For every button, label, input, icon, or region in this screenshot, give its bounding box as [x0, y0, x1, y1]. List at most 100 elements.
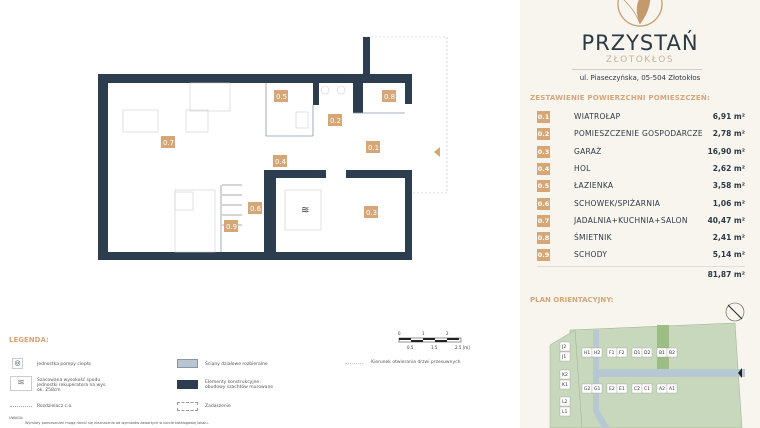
site-plot — [616, 347, 628, 358]
floor-plan: ≋ 0.5 0.8 0.2 0.7 0.1 0.4 0.6 0.9 0.3 — [98, 36, 448, 260]
scale-tick: 0 — [398, 331, 401, 336]
site-plot-label: B1 — [659, 350, 665, 356]
room-area: 40,47 m² — [707, 215, 745, 225]
room-area: 3,58 m² — [712, 181, 745, 191]
table-divider — [537, 266, 745, 267]
legend-heat-pump: Jednostka pompy ciepła — [37, 362, 91, 367]
structural-walls — [98, 37, 412, 260]
site-plot — [591, 383, 603, 394]
room-labels: 0.5 0.8 0.2 0.7 0.1 0.4 0.6 0.9 0.3 — [161, 90, 396, 232]
site-plot — [641, 347, 653, 358]
sliding-door-icon — [345, 363, 363, 364]
compass-icon — [725, 302, 745, 322]
room-number: 0.3 — [537, 145, 550, 158]
legend-sliding-doors: Kierunek otwierania drzwi przesuwnych — [371, 360, 461, 365]
recuperator-legend-icon: ≋ — [10, 376, 32, 391]
site-plot-label: G2 — [584, 386, 590, 392]
site-plot — [559, 396, 571, 407]
room-area: 2,41 m² — [712, 233, 745, 243]
room-name: JADALNIA+KUCHNIA+SALON — [574, 215, 688, 225]
stairs — [222, 184, 242, 226]
site-plot-label: E2 — [609, 386, 615, 392]
room-label-0-2: 0.2 — [330, 117, 341, 125]
structural-swatch — [177, 380, 198, 389]
scale-tick: 2 — [446, 331, 449, 336]
site-plot-label: A2 — [659, 386, 665, 392]
room-label-0-9: 0.9 — [226, 223, 237, 231]
site-plot-label: F1 — [609, 350, 615, 356]
entrance-arrow-icon — [434, 147, 440, 157]
room-label-0-1: 0.1 — [368, 144, 379, 152]
room-number: 0.1 — [537, 111, 550, 123]
site-plot-label: J1 — [561, 354, 566, 360]
room-area: 6,91 m² — [712, 112, 745, 121]
scale-tick: 0.5 — [407, 345, 414, 350]
site-plot-label: H1 — [584, 350, 590, 356]
scale-tick: 1.5 — [431, 345, 438, 350]
room-number: 0.8 — [537, 232, 550, 245]
room-name: WIATROŁAP — [574, 112, 621, 121]
room-name: GARAŻ — [574, 146, 602, 156]
site-plot — [559, 379, 571, 390]
site-plot-label: G1 — [594, 386, 600, 392]
room-area: 5,14 m² — [712, 250, 745, 260]
brand-name: PRZYSTAŃ — [581, 31, 699, 55]
note-text: Wymiary pomieszczeń mogą różnić się niez… — [25, 421, 209, 425]
room-number: 0.7 — [537, 214, 550, 227]
room-area: 1,06 m² — [712, 198, 745, 208]
partition-walls — [220, 83, 405, 252]
divider — [572, 69, 702, 70]
canopy-swatch — [177, 402, 198, 411]
site-plot — [559, 406, 571, 417]
room-name: SCHOWEK/SPIŻARNIA — [574, 198, 661, 208]
site-plot-label: D2 — [644, 350, 650, 356]
address: ul. Piaseczyńska, 05-504 Złotokłos — [579, 74, 701, 82]
site-plot — [559, 341, 571, 352]
site-plot-label: L2 — [562, 399, 568, 405]
recuperator-icon: ≋ — [301, 205, 309, 216]
site-plot-label: F2 — [619, 350, 625, 356]
room-area: 2,62 m² — [712, 163, 745, 173]
room-number: 0.2 — [537, 128, 550, 141]
site-plot-label: L1 — [562, 409, 568, 415]
site-plot-label: C1 — [644, 386, 650, 392]
room-label-0-3: 0.3 — [366, 209, 377, 217]
furniture — [122, 82, 346, 253]
site-plot-label: H2 — [594, 350, 600, 356]
room-name: SCHODY — [574, 250, 608, 260]
site-plot-label: D1 — [634, 350, 640, 356]
legend-structural: Elementy konstrukcyjne: obudowy szachtów… — [205, 380, 274, 390]
room-number: 0.5 — [537, 180, 550, 193]
site-plot — [559, 369, 571, 380]
legend-canopy: Zadaszenie — [205, 404, 231, 409]
room-number: 0.4 — [537, 162, 550, 175]
site-plan-title: PLAN ORIENTACYJNY: — [530, 296, 614, 304]
room-number: 0.9 — [537, 249, 550, 262]
site-plot — [559, 351, 571, 362]
site-plot-label: C2 — [634, 386, 640, 392]
brand-subtitle: ZŁOTOKŁOS — [605, 55, 675, 65]
room-label-0-8: 0.8 — [384, 93, 395, 101]
room-name: POMIESZCZENIE GOSPODARCZE — [574, 129, 703, 139]
room-label-0-6: 0.6 — [250, 205, 262, 213]
heat-pump-icon: ◎ — [12, 358, 23, 369]
room-label-0-4: 0.4 — [275, 158, 287, 166]
legend-partition-walls: Ściany działowe rozbieralne — [205, 362, 268, 367]
room-label-0-7: 0.7 — [163, 139, 174, 147]
note-title: UWAGA: — [9, 416, 24, 420]
manifold-icon — [10, 406, 32, 407]
info-panel: PRZYSTAŃ ZŁOTOKŁOS ul. Piaseczyńska, 05-… — [520, 0, 760, 428]
room-row: 0.7 JADALNIA+KUCHNIA+SALON 40,47 m² — [537, 214, 745, 228]
site-plot-label: A1 — [669, 386, 675, 392]
room-row: 0.3 GARAŻ 16,90 m² — [537, 145, 745, 159]
room-area: 16,90 m² — [707, 146, 745, 156]
room-row: 0.1 WIATROŁAP 6,91 m² — [537, 110, 745, 124]
site-plot — [641, 383, 653, 394]
room-row: 0.9 SCHODY 5,14 m² — [537, 248, 745, 262]
rooms-title: ZESTAWIENIE POWIERZCHNI POMIESZCZEŃ: — [530, 94, 710, 102]
